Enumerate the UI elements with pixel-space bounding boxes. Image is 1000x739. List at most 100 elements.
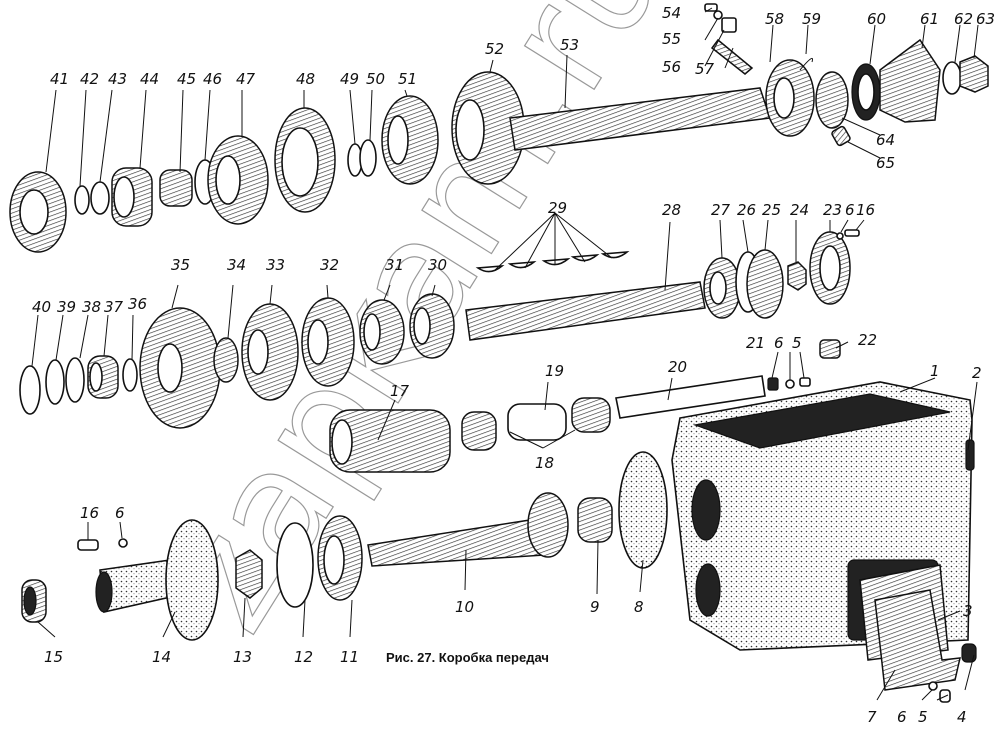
part-2-stud: [965, 439, 975, 471]
label-part-44: 44: [140, 70, 159, 88]
label-part-48: 48: [296, 70, 315, 88]
part-25-cover: [746, 249, 784, 319]
part-10-gear-head: [527, 492, 569, 558]
label-part-58: 58: [765, 10, 784, 28]
part-20-idler-shaft: [615, 375, 766, 419]
label-part-61: 61: [920, 10, 939, 28]
label-part-23: 23: [823, 201, 842, 219]
part-47-gear: [207, 135, 269, 225]
label-part-47: 47: [236, 70, 256, 88]
countershaft-assembly: [19, 229, 860, 429]
label-part-29: 29: [548, 199, 567, 217]
part-31-gear: [359, 299, 405, 365]
label-part-37: 37: [104, 298, 124, 316]
label-part-14: 14: [152, 648, 171, 666]
part-15-bushing: [21, 579, 47, 623]
label-part-46: 46: [203, 70, 222, 88]
label-part-51: 51: [398, 70, 417, 88]
input-shaft-assembly: [21, 451, 668, 641]
label-part-6-upper: 6: [845, 201, 855, 219]
part-33-gear: [241, 303, 299, 401]
label-part-63: 63: [976, 10, 995, 28]
part-7-cover: [874, 589, 961, 691]
label-part-57: 57: [695, 60, 715, 78]
part-13-nut: [235, 549, 263, 599]
housing-bore-upper: [691, 479, 721, 541]
part-21-lock-plate: [767, 377, 779, 391]
part-42-snap-ring: [74, 185, 90, 215]
part-61-housing: [879, 38, 941, 123]
part-52-gear: [451, 71, 525, 185]
part-62-washer: [942, 61, 962, 95]
part-22-plug: [819, 339, 841, 359]
label-part-42: 42: [80, 70, 99, 88]
part-16-bolt-a: [844, 229, 860, 237]
label-part-5: 5: [918, 708, 928, 726]
part-65-speedometer-drive: [831, 125, 851, 147]
label-part-6-left: 6: [115, 504, 125, 522]
part-34-bushing: [213, 337, 239, 383]
label-part-9: 9: [590, 598, 600, 616]
part-41-bearing-cover: [9, 171, 67, 253]
label-part-13: 13: [233, 648, 252, 666]
label-part-49: 49: [340, 70, 359, 88]
part-4-plug: [961, 643, 977, 663]
part-56-bracket: [721, 17, 737, 33]
label-part-62: 62: [954, 10, 973, 28]
label-part-38: 38: [82, 298, 101, 316]
part-32-gear: [301, 297, 355, 387]
leader-lines: [31, 7, 979, 701]
label-part-20: 20: [668, 358, 687, 376]
label-part-26: 26: [737, 201, 756, 219]
part-6-washer-c: [118, 538, 128, 548]
label-part-5-mid: 5: [792, 334, 802, 352]
label-part-11: 11: [340, 648, 359, 666]
label-part-1: 1: [930, 362, 940, 380]
label-part-53: 53: [560, 36, 579, 54]
part-14-bearing-retainer: [95, 519, 219, 641]
part-29-keys: [475, 250, 630, 273]
label-part-24: 24: [790, 201, 809, 219]
label-part-45: 45: [177, 70, 196, 88]
part-24-nut: [787, 261, 807, 291]
part-36-snap-ring: [122, 358, 138, 392]
label-part-3: 3: [963, 602, 973, 620]
part-48-synchronizer: [274, 107, 336, 213]
label-part-36: 36: [128, 295, 147, 313]
label-part-30: 30: [428, 256, 447, 274]
part-59-spring-clip: [799, 57, 813, 71]
label-part-65: 65: [876, 154, 895, 172]
label-part-39: 39: [57, 298, 76, 316]
part-27-bearing: [703, 257, 741, 319]
part-12-snap-ring: [276, 522, 314, 608]
label-part-34: 34: [227, 256, 246, 274]
label-part-52: 52: [485, 40, 504, 58]
label-part-54: 54: [662, 4, 681, 22]
part-28-countershaft: [465, 281, 706, 341]
part-6-washer-d: [928, 681, 938, 691]
housing-bore-lower: [695, 563, 721, 617]
part-labels: 1 2 3 4 5 6 7 8 9 10 11 12 13 14 15 16 6…: [32, 4, 995, 726]
part-6-washer-a: [836, 232, 844, 240]
part-38-snap-ring: [65, 357, 85, 403]
part-44-gear: [111, 167, 153, 227]
label-part-22: 22: [858, 331, 877, 349]
label-part-64: 64: [876, 131, 895, 149]
part-23-cover: [809, 231, 851, 305]
part-9-needle-bearing: [577, 497, 613, 543]
label-part-59: 59: [802, 10, 821, 28]
part-58-bearing: [765, 59, 815, 137]
top-shaft-assembly: [9, 3, 989, 253]
label-part-16-upper: 16: [856, 201, 875, 219]
part-30-gear: [409, 293, 455, 359]
label-part-8: 8: [634, 598, 644, 616]
label-part-16-left: 16: [80, 504, 99, 522]
label-part-27: 27: [711, 201, 731, 219]
figure-caption: Рис. 27. Коробка передач: [386, 650, 549, 665]
part-10-input-shaft: [367, 519, 547, 567]
label-part-31: 31: [385, 256, 404, 274]
part-55-washer: [713, 10, 723, 20]
part-64-worm-gear: [815, 71, 849, 129]
label-part-6-mid: 6: [774, 334, 784, 352]
label-part-15: 15: [44, 648, 63, 666]
